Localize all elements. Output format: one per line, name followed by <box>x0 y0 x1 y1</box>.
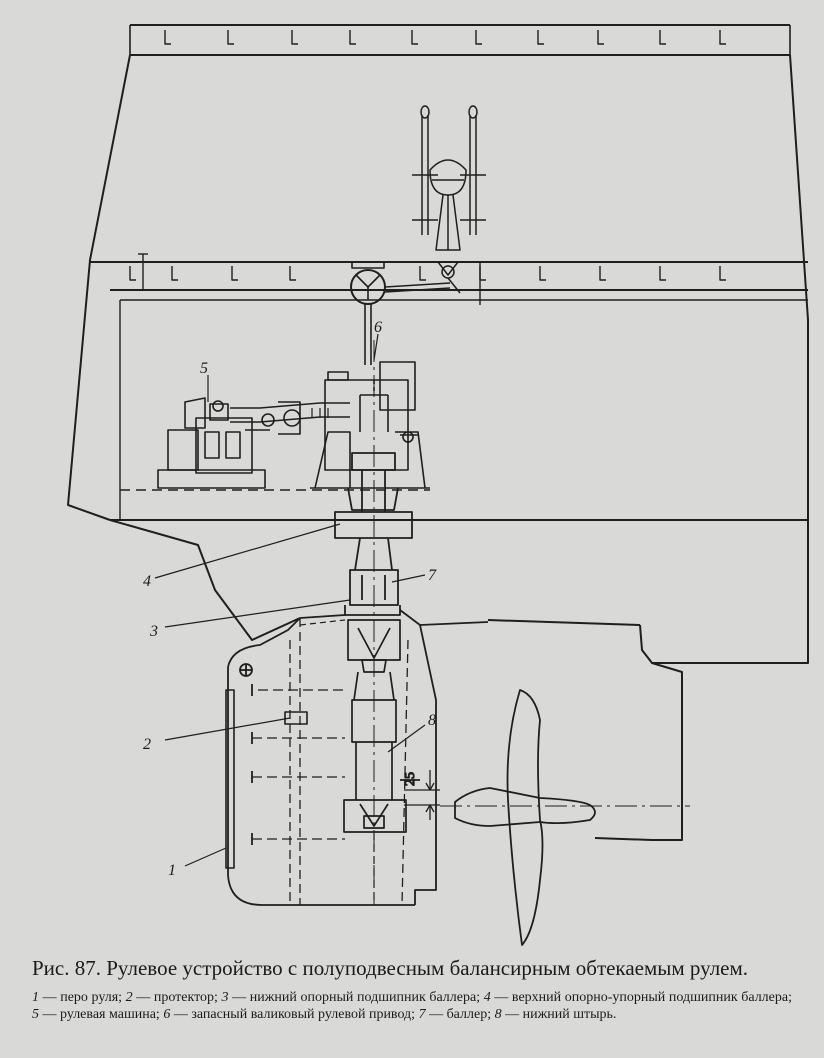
caption-legend: 1 — перо руля; 2 — протектор; 3 — нижний… <box>32 989 792 1023</box>
leader-lines <box>154 333 426 867</box>
callout-2: 2 <box>143 736 151 753</box>
dimension-25: 25 <box>402 770 440 820</box>
upper-deck-beams <box>164 30 726 45</box>
rudder-blade <box>227 609 489 906</box>
upper-deck <box>129 24 791 56</box>
callout-labels: 1 2 3 4 5 6 7 8 <box>143 319 437 879</box>
legend-item: 6 — запасный валиковый рулевой привод; <box>163 1007 419 1022</box>
telemotor-column <box>412 105 486 294</box>
legend-item: 7 — баллер; <box>418 1007 495 1022</box>
callout-6: 6 <box>374 319 382 336</box>
legend-item: 3 — нижний опорный подшипник баллера; <box>221 990 484 1005</box>
caption-title: Рис. 87. Рулевое устройство с полуподвес… <box>32 956 749 980</box>
legend-item: 5 — рулевая машина; <box>32 1007 164 1022</box>
callout-7: 7 <box>428 567 437 584</box>
callout-4: 4 <box>143 573 151 590</box>
steering-machine <box>157 397 350 489</box>
stock-head-housing <box>310 361 430 489</box>
hull-outline <box>67 54 809 841</box>
propeller <box>440 689 690 946</box>
legend-item: 1 — перо руля; <box>32 990 126 1005</box>
deck-beams <box>129 266 726 281</box>
pintle-assembly <box>343 619 420 905</box>
legend-item: 8 — нижний штырь. <box>494 1007 617 1022</box>
figure-caption: Рис. 87. Рулевое устройство с полуподвес… <box>32 956 792 1023</box>
legend-item: 4 — верхний опорно-упорный подшипник бал… <box>483 990 792 1005</box>
callout-1: 1 <box>168 862 176 879</box>
callout-8: 8 <box>428 712 436 729</box>
steering-flat-deck <box>90 253 808 520</box>
callout-3: 3 <box>149 623 158 640</box>
reserve-shaft-drive <box>350 262 451 365</box>
steering-gear-drawing: 25 1 2 3 4 5 6 7 8 <box>67 24 809 946</box>
dimension-label: 25 <box>403 772 418 786</box>
protector <box>225 689 308 869</box>
legend-item: 2 — протектор; <box>125 990 222 1005</box>
callout-5: 5 <box>200 360 208 377</box>
